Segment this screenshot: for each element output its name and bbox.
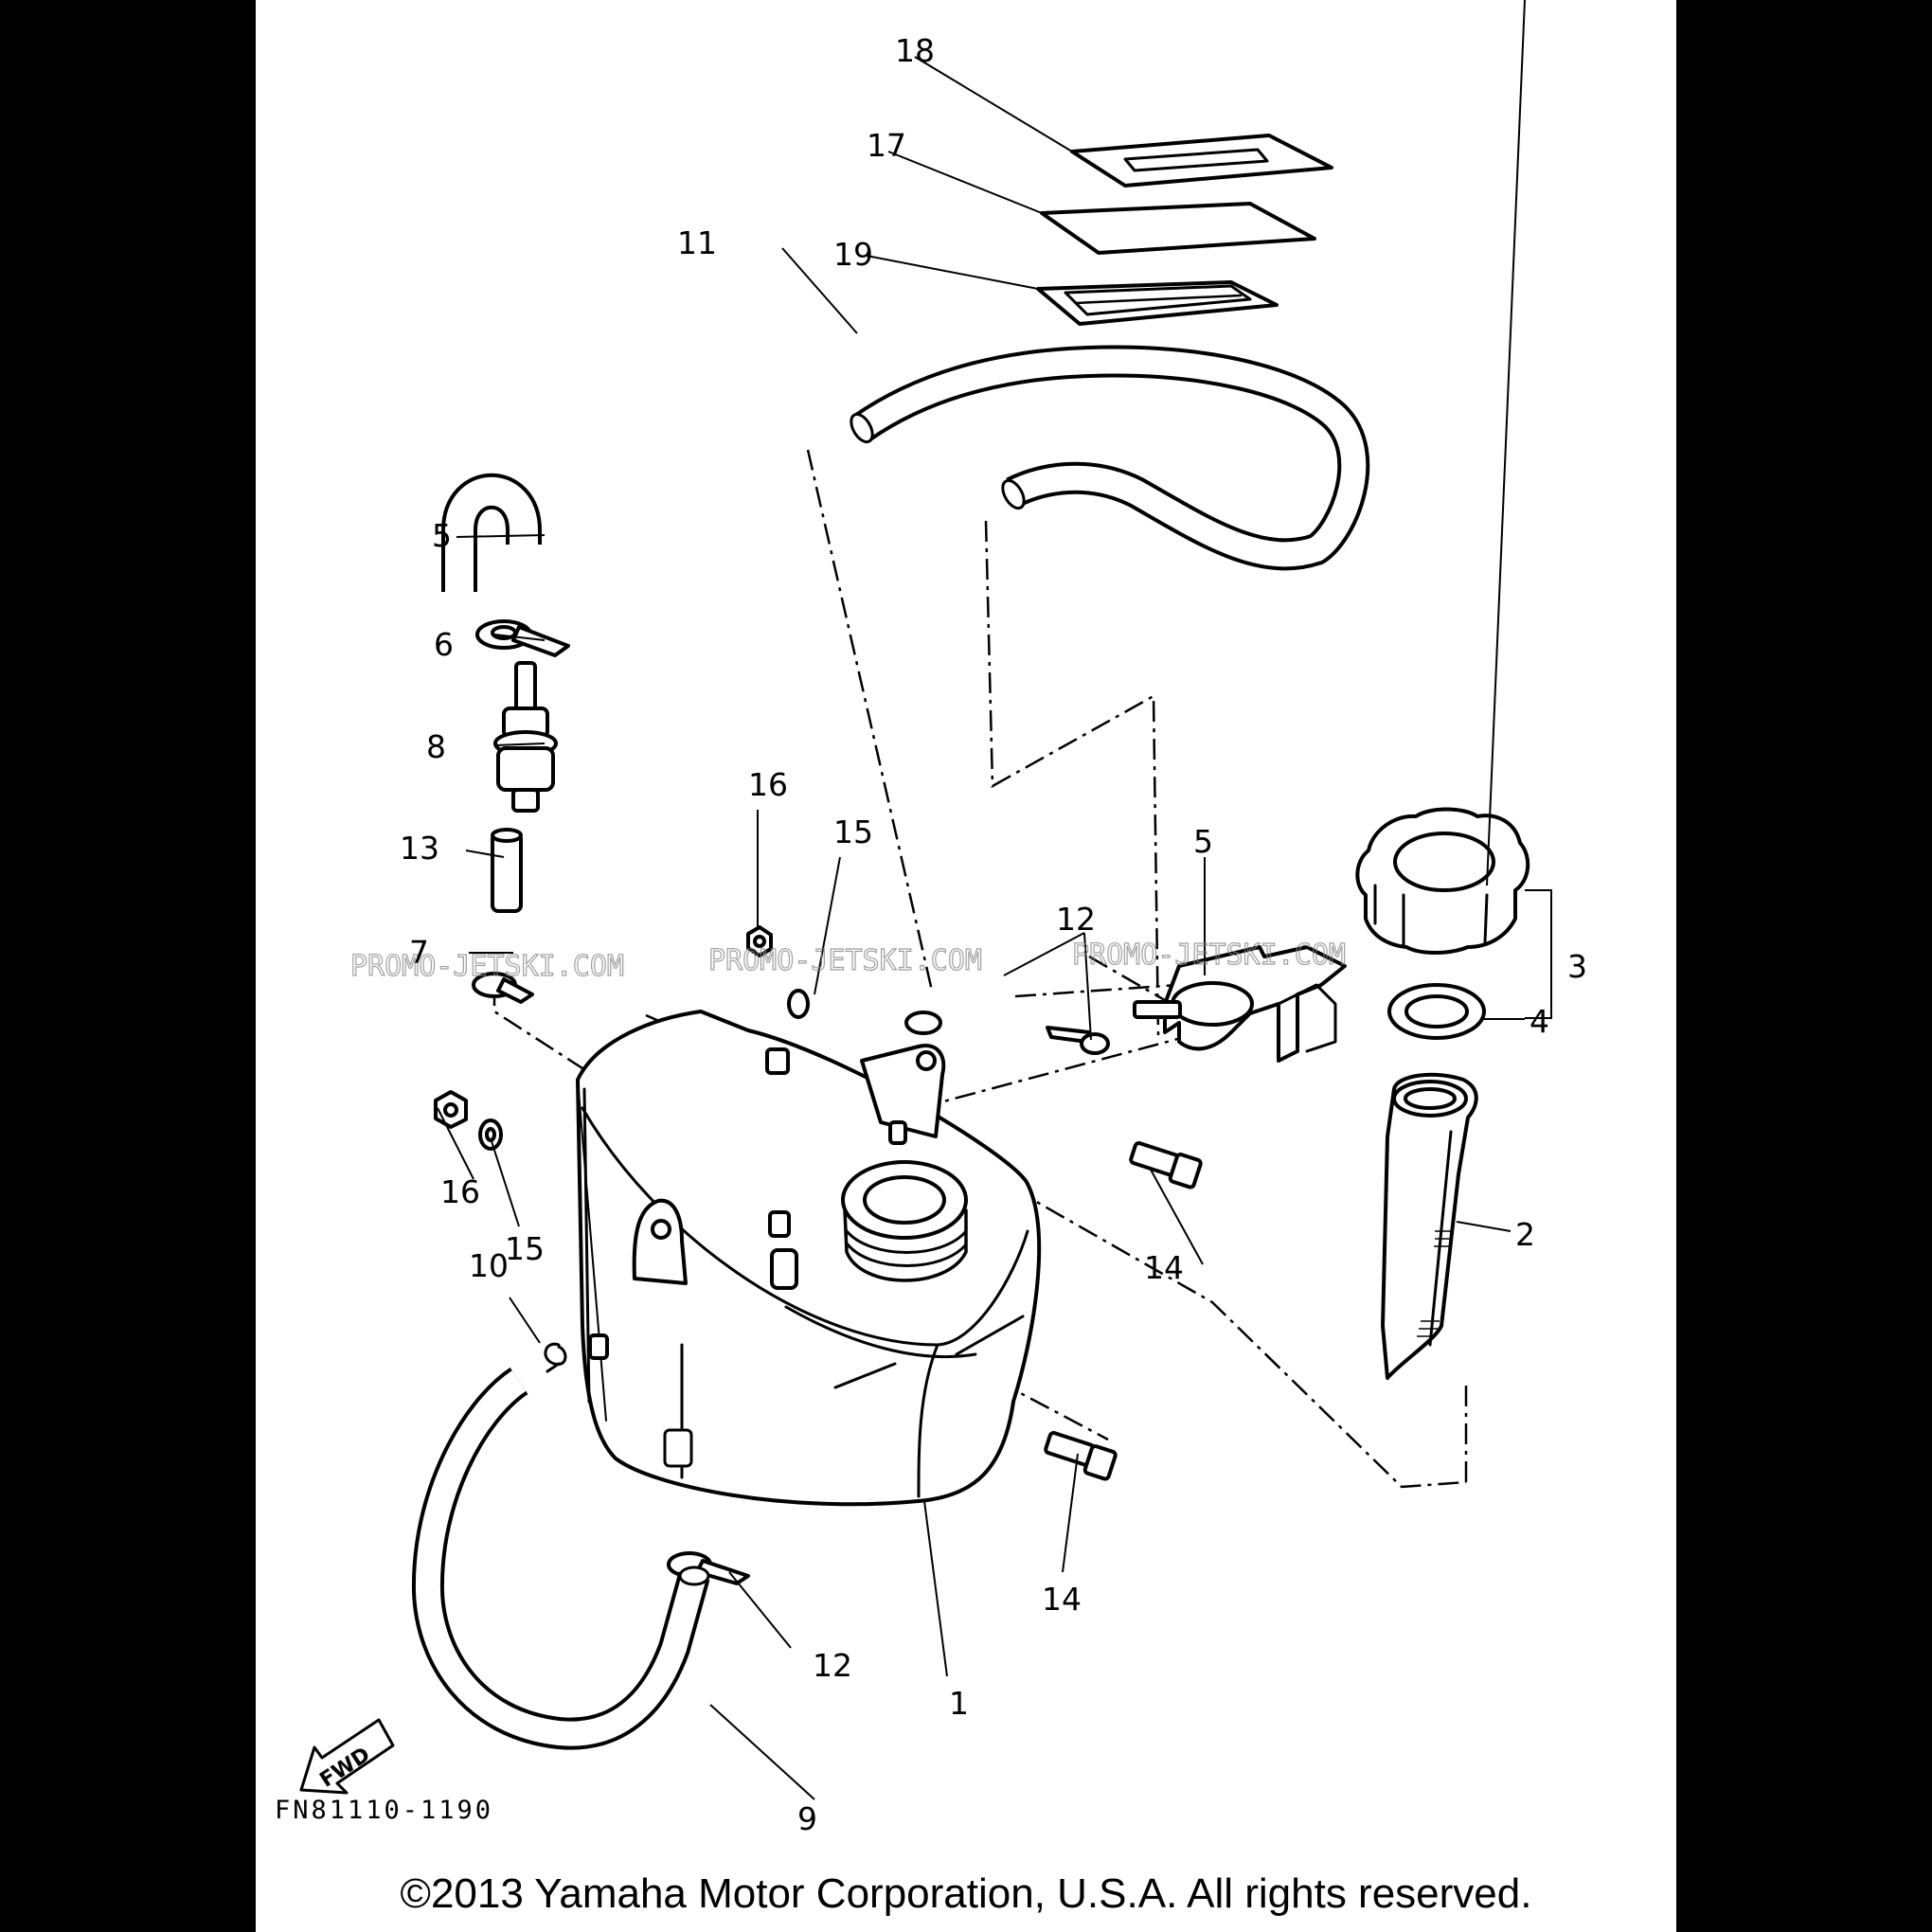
part-17-plate: [1040, 202, 1316, 255]
callout-1: 1: [949, 1685, 969, 1722]
callout-11: 11: [677, 224, 717, 261]
callout-7-lower: 7: [409, 934, 429, 971]
callout-19: 19: [833, 236, 873, 273]
callout-8: 8: [426, 728, 446, 765]
callout-14-lower: 14: [1042, 1581, 1082, 1618]
part-8-valve: [493, 661, 558, 813]
part-14-bolt-lower: [1044, 1431, 1118, 1481]
callout-16-upper: 16: [748, 766, 788, 803]
callout-12-lower: 12: [813, 1647, 852, 1684]
watermark: PROMO-JETSKI.COM PROMO-JETSKI.COM PROMO-…: [349, 938, 1346, 983]
watermark-text-3: PROMO-JETSKI.COM: [1072, 939, 1346, 972]
part-1-oil-tank: [576, 1010, 1042, 1507]
callout-9: 9: [797, 1800, 817, 1837]
part-13-tube: [491, 828, 523, 913]
part-3-filler-cap: [1355, 807, 1530, 955]
watermark-text-1: PROMO-JETSKI.COM: [350, 950, 624, 983]
callout-10: 10: [469, 1247, 509, 1284]
callout-3: 3: [1567, 948, 1587, 985]
part-11-hose: [850, 345, 1370, 571]
part-5-bracket: [1133, 945, 1347, 1063]
copyright-notice: ©2013 Yamaha Motor Corporation, U.S.A. A…: [400, 1870, 1532, 1917]
part-15-washer-upper: [787, 989, 810, 1019]
part-9-lower-hose: [411, 1367, 710, 1750]
leader-lines: [437, 0, 1552, 1800]
part-12-clip-upper: [904, 1011, 1110, 1055]
callout-16-lower: 16: [440, 1173, 480, 1210]
part-19-plate: [1036, 280, 1279, 326]
callout-labels: 18 17 11 19 5 6 8 13 7 16 15 12 5 3 4 2 …: [400, 32, 1587, 1837]
callout-18: 18: [895, 32, 935, 69]
callout-7-upper: 6: [434, 626, 454, 663]
part-6-bent-hose: [441, 473, 542, 592]
callout-12-upper: 12: [1056, 901, 1096, 938]
callout-14-upper: 14: [1144, 1249, 1184, 1286]
callout-13: 13: [400, 830, 439, 867]
part-16-nut-upper: [746, 925, 773, 957]
callout-4: 4: [1530, 1003, 1549, 1040]
reference-code: FN81110-1190: [275, 1796, 494, 1825]
fwd-arrow-icon: FWD: [299, 1718, 395, 1795]
callout-15-upper: 15: [833, 814, 873, 850]
callout-2: 2: [1515, 1216, 1535, 1253]
callout-15-lower: 15: [505, 1230, 545, 1267]
callout-17: 17: [867, 127, 906, 164]
watermark-text-2: PROMO-JETSKI.COM: [708, 944, 982, 977]
exploded-parts-diagram: FWD PROMO-JETSKI.COM PROMO-JETSKI.COM PR…: [299, 0, 1587, 1837]
part-16-nut-lower: [434, 1090, 468, 1129]
part-18-plate: [1070, 134, 1333, 188]
part-15-washer-lower: [478, 1118, 503, 1151]
part-14-bolt-upper: [1129, 1141, 1203, 1190]
part-4-gasket: [1387, 983, 1486, 1040]
strainer-mesh: [1417, 1230, 1451, 1337]
callout-5: 5: [1193, 823, 1213, 860]
part-2-strainer: [1381, 1072, 1478, 1380]
part-7-clip-lower: [472, 972, 534, 1004]
callout-6: 5: [432, 517, 452, 554]
part-7-clip-upper: [475, 619, 570, 657]
diagram-sheet: FWD PROMO-JETSKI.COM PROMO-JETSKI.COM PR…: [256, 0, 1676, 1932]
part-10-small-clip: [544, 1342, 567, 1373]
